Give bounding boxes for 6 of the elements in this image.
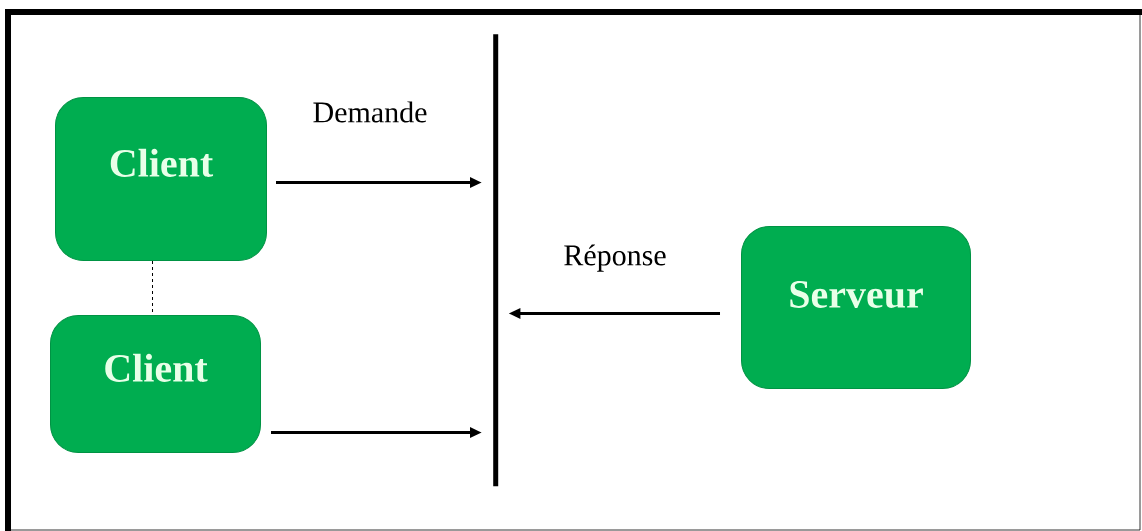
rounded-box: Serveur (741, 226, 971, 389)
edge-label: Demande (311, 100, 429, 124)
rounded-box: Client (55, 97, 267, 261)
edge-label: Réponse (562, 243, 668, 273)
rounded-box: Client (50, 315, 261, 453)
divider-bar (493, 34, 499, 487)
